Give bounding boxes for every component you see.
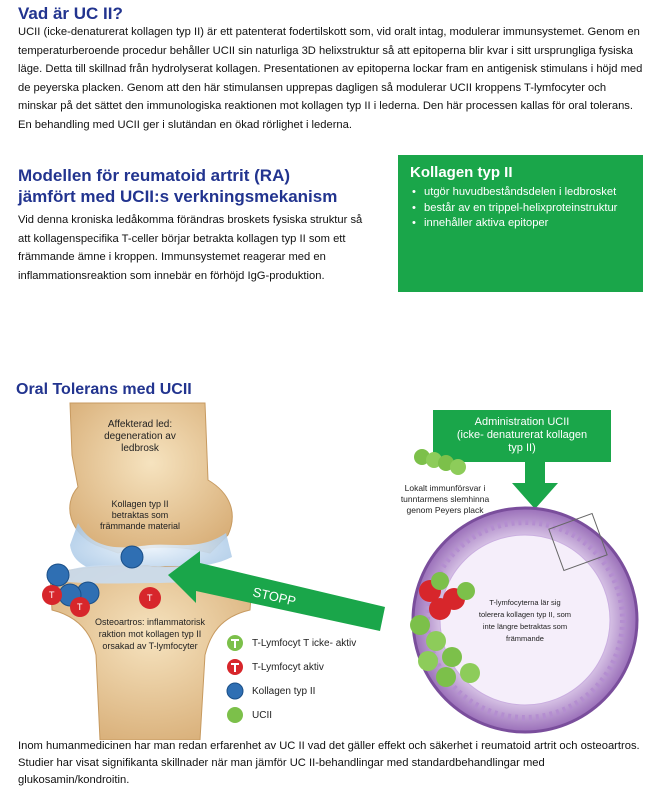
t-learning-label-4: främmande xyxy=(506,634,544,643)
t-active-cell xyxy=(139,587,161,609)
t-active-cell xyxy=(42,585,62,605)
collagen-label-3: främmande material xyxy=(100,521,180,531)
intro-title: Vad är UC II? xyxy=(18,4,123,23)
collagen-box-item: utgör huvudbeståndsdelen i ledbrosket xyxy=(410,185,631,201)
joint-cells: T T T xyxy=(42,545,161,617)
collagen-info-box: Kollagen typ II utgör huvudbeståndsdelen… xyxy=(398,155,643,292)
oral-tolerance-diagram: Affekterad led: degeneration av ledbrosk… xyxy=(42,402,639,740)
t-lymphocyte-inactive-icon xyxy=(227,635,243,651)
osteo-label-1: Osteoartros: inflammatorisk xyxy=(95,617,206,627)
osteo-label-2: raktion mot kollagen typ II xyxy=(99,629,202,639)
legend-item: T-Lymfocyt T icke- aktiv xyxy=(226,634,356,652)
collagen-label-1: Kollagen typ II xyxy=(111,499,168,509)
model-title-line-1: Modellen för reumatoid artrit (RA) xyxy=(18,166,291,185)
model-paragraph: Vid denna kroniska ledåkomma förändras b… xyxy=(18,214,363,282)
legend-item: Kollagen typ II xyxy=(226,682,315,700)
t-active-cell xyxy=(70,597,90,617)
footer-paragraph: Inom humanmedicinen har man redan erfare… xyxy=(18,740,640,786)
model-title-line-2: jämfört med UCII:s verkningsmekanism xyxy=(18,187,338,206)
collagen-box-item: består av en trippel-helixproteinstruktu… xyxy=(410,201,631,217)
legend-label: UCII xyxy=(252,709,272,721)
t-learning-label-2: tolerera kollagen typ II, som xyxy=(479,610,571,619)
t-learning-label-3: inte längre betraktas som xyxy=(483,622,567,631)
legend-label: T-Lymfocyt aktiv xyxy=(252,661,324,673)
intestine-cells xyxy=(410,572,480,687)
admin-label-1: Administration UCII xyxy=(475,416,570,428)
intro-paragraph: UCII (icke-denaturerat kollagen typ II) … xyxy=(18,26,643,131)
t-marker: T xyxy=(147,593,153,603)
legend-item: UCII xyxy=(226,706,272,724)
t-lymphocyte-active-icon xyxy=(227,659,243,675)
osteo-label-3: orsakad av T-lymfocyter xyxy=(102,641,197,651)
collagen-box-item: innehåller aktiva epitoper xyxy=(410,216,631,232)
collagen-box-title: Kollagen typ II xyxy=(410,164,513,181)
model-heading: Modellen för reumatoid artrit (RA) jämfö… xyxy=(18,165,398,207)
admin-label-2: (icke- denaturerat kollagen xyxy=(457,429,587,441)
oral-tolerance-title: Oral Tolerans med UCII xyxy=(16,381,192,398)
administration-arrow xyxy=(512,461,558,509)
legend-label: Kollagen typ II xyxy=(252,685,316,697)
intestine-cross-section xyxy=(411,506,639,734)
ucii-cluster-top xyxy=(414,449,466,475)
legend-label: T-Lymfocyt T icke- aktiv xyxy=(252,637,357,649)
admin-label-3: typ II) xyxy=(508,442,536,454)
local-label-2: tunntarmens slemhinna xyxy=(401,494,490,504)
joint-label-1: Affekterad led: xyxy=(108,419,172,430)
collagen-box-list: utgör huvudbeståndsdelen i ledbrosket be… xyxy=(410,185,631,232)
ucii-icon xyxy=(227,707,243,723)
joint-label-3: ledbrosk xyxy=(121,443,160,454)
local-label-1: Lokalt immunförsvar i xyxy=(405,483,486,493)
legend-item: T-Lymfocyt aktiv xyxy=(226,658,324,676)
local-label-3: genom Peyers plack xyxy=(406,505,484,515)
collagen-label-2: betraktas som xyxy=(112,510,169,520)
t-learning-label-1: T-lymfocyterna lär sig xyxy=(489,598,560,607)
administration-box xyxy=(433,410,611,462)
t-marker: T xyxy=(77,602,83,612)
collagen-type-ii-icon xyxy=(226,682,244,700)
joint-label-2: degeneration av xyxy=(104,431,176,442)
t-marker: T xyxy=(49,590,55,600)
